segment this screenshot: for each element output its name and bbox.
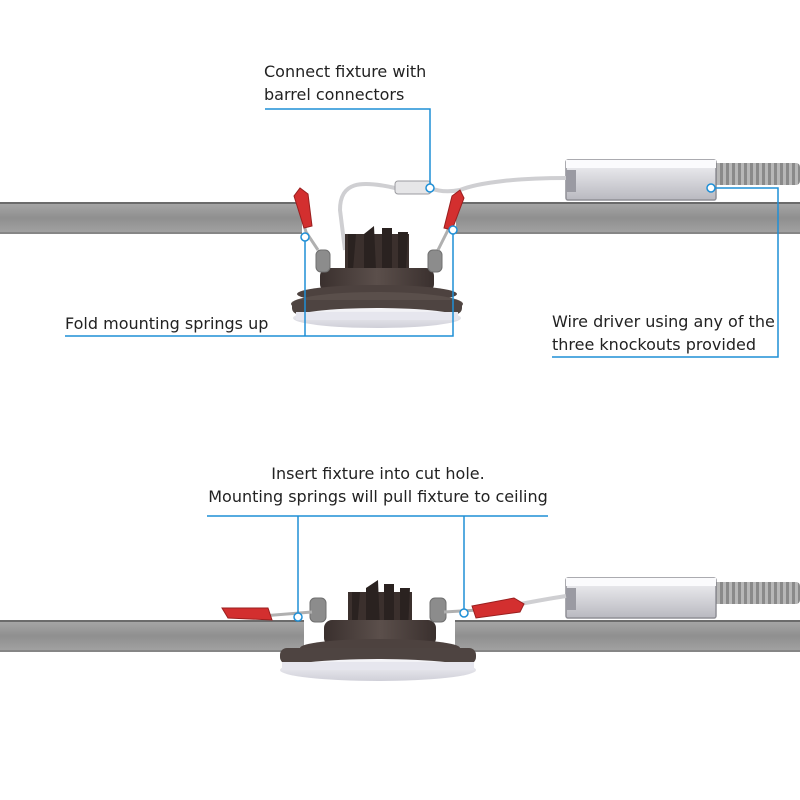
driver-box	[565, 159, 717, 201]
ceiling-board-left	[0, 620, 304, 652]
top-fixture	[291, 226, 463, 328]
bottom-leader-dots	[293, 608, 469, 622]
insert-label-line2: Mounting springs will pull fixture to ce…	[208, 487, 548, 506]
bottom-scene	[0, 515, 800, 681]
ceiling-board-left	[0, 202, 302, 234]
top-scene	[0, 108, 800, 358]
insert-label-line1: Insert fixture into cut hole.	[271, 464, 485, 483]
driver-box	[565, 577, 717, 619]
driver-wire	[429, 176, 567, 194]
ceiling-board-right	[456, 202, 800, 234]
connect-label-line2: barrel connectors	[264, 85, 405, 104]
fixture-wire	[337, 181, 396, 251]
fold-springs-label: Fold mounting springs up	[65, 314, 269, 333]
ceiling-board-right	[455, 620, 800, 652]
wire-driver-label-line2: three knockouts provided	[552, 335, 756, 354]
top-leader-dots	[300, 183, 716, 242]
top-leader-lines	[65, 108, 779, 358]
flex-conduit	[712, 582, 800, 604]
bottom-leader-lines	[207, 515, 548, 614]
bottom-fixture	[280, 580, 476, 681]
wire-driver-label-line1: Wire driver using any of the	[552, 312, 775, 331]
connect-label-line1: Connect fixture with	[264, 62, 427, 81]
flex-conduit	[712, 163, 800, 185]
